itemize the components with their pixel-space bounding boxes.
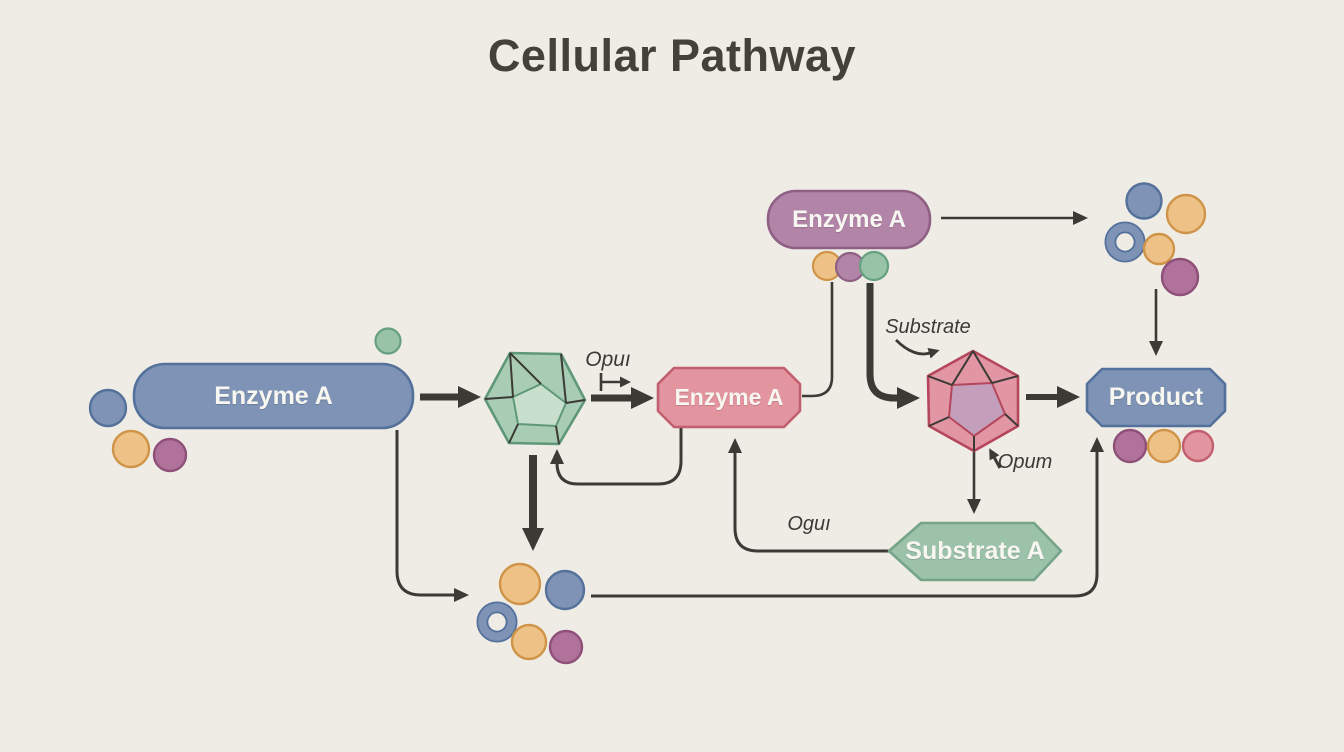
arrow-enzymemid-back-to-greengem xyxy=(550,428,683,486)
red-gem-facet-lines xyxy=(927,350,1019,451)
red-gem-face xyxy=(948,382,1006,437)
molecule-circle-pink xyxy=(1181,429,1215,463)
molecule-circle-orange xyxy=(1165,193,1207,235)
green-gem-facet-lines xyxy=(484,352,586,445)
arrow-enzymetop-to-redgem xyxy=(866,283,920,409)
molecule-ring-outer-edge xyxy=(476,601,518,643)
molecule-ring-inner-edge xyxy=(486,611,508,633)
arrow-cluster-bottom-to-product xyxy=(591,437,1104,598)
arrow-enzymeleft-to-cluster-bottom xyxy=(395,430,469,602)
molecule-circle-purple xyxy=(548,629,584,665)
molecule-circle-purple xyxy=(152,437,188,473)
molecule-circle-blue xyxy=(88,388,128,428)
molecule-circle-orange xyxy=(498,562,542,606)
green-gem-face xyxy=(512,383,567,427)
arrow-substrate-label-to-redgem xyxy=(895,339,940,359)
molecule-circle-orange xyxy=(111,429,151,469)
molecule-circle-orange xyxy=(1142,232,1176,266)
molecule-circle-blue xyxy=(1125,182,1163,220)
node-substrate-a xyxy=(887,521,1063,582)
molecule-circle-purple xyxy=(1112,428,1148,464)
molecule-circle-purple xyxy=(1160,257,1200,297)
arrow-substratea-to-enzymemid xyxy=(728,438,889,553)
molecule-circle-orange xyxy=(1146,428,1182,464)
line-enzymetop-to-enzymemid xyxy=(802,282,834,398)
molecule-circle-orange xyxy=(510,623,548,661)
molecule-cluster-bottom xyxy=(476,562,586,665)
node-enzyme-a-top xyxy=(766,189,932,250)
page-title: Cellular Pathway xyxy=(487,30,857,81)
node-enzyme-a-mid xyxy=(656,366,802,429)
node-enzyme-a-left xyxy=(132,362,415,430)
molecule-circle-green xyxy=(374,327,402,355)
molecule-circle-green xyxy=(858,250,890,282)
molecule-circle-blue xyxy=(544,569,586,611)
molecule-ring-blue xyxy=(1106,223,1144,261)
molecule-cluster-topright xyxy=(1104,182,1207,297)
molecule-ring-inner-edge xyxy=(1114,231,1136,253)
green-gem-molecule-icon xyxy=(483,351,587,446)
red-gem-molecule-icon xyxy=(926,349,1020,453)
arrow-opur-label-to-redgem xyxy=(989,448,1002,469)
molecule-ring-blue xyxy=(478,603,516,641)
mapsto-arrow-opui xyxy=(599,373,621,391)
node-product xyxy=(1085,367,1227,428)
